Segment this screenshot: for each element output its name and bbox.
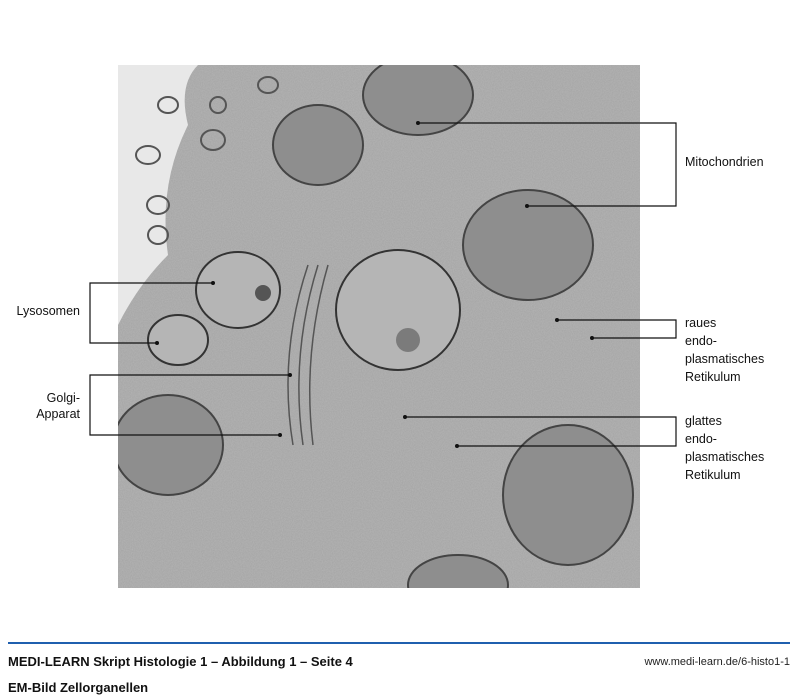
footer-url[interactable]: www.medi-learn.de/6-histo1-1 (644, 656, 790, 668)
label-line: Apparat (36, 407, 80, 421)
label-line: Retikulum (685, 468, 741, 482)
label-golgi: Golgi- Apparat (36, 390, 80, 422)
footer-divider (8, 642, 790, 644)
copyright-label: © IMPP (701, 631, 731, 659)
label-line: plasmatisches (685, 352, 765, 366)
label-raues-er: raues endo- plasmatisches Retikulum (685, 314, 764, 386)
electron-micrograph: © IMPP (118, 65, 730, 659)
label-line: endo- (685, 334, 717, 348)
label-mitochondrien: Mitochondrien (685, 155, 764, 169)
label-line: plasmatisches (685, 450, 765, 464)
label-line: glattes (685, 414, 722, 428)
label-line: Golgi- (46, 391, 80, 405)
label-glattes-er: glattes endo- plasmatisches Retikulum (685, 412, 764, 484)
footer-subtitle: EM-Bild Zellorganellen (8, 680, 149, 695)
label-line: endo- (685, 432, 717, 446)
footer-title: MEDI-LEARN Skript Histologie 1 – Abbildu… (8, 654, 353, 669)
label-line: raues (685, 316, 717, 330)
label-line: Retikulum (685, 370, 741, 384)
label-lysosomen: Lysosomen (16, 304, 80, 318)
